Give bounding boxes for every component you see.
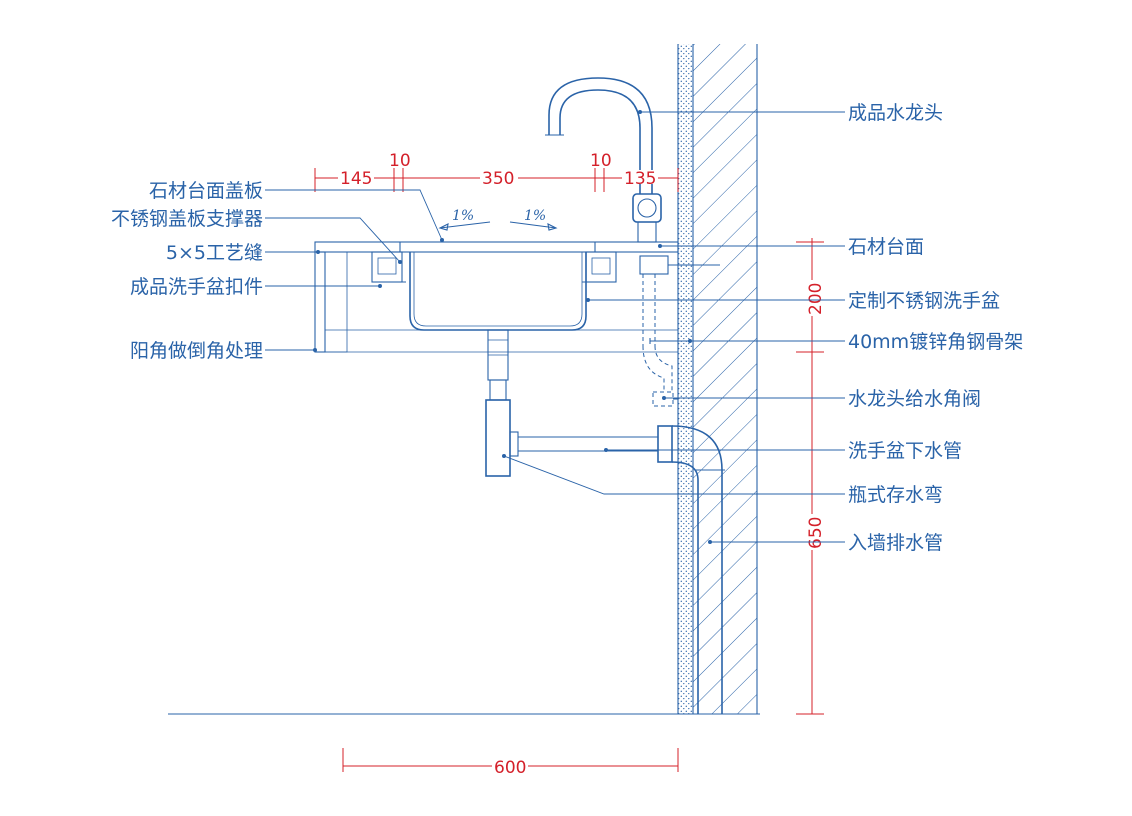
left-leaders xyxy=(265,189,444,352)
label-custom-sink: 定制不锈钢洗手盆 xyxy=(848,290,1000,312)
dim-135: 135 xyxy=(624,169,656,189)
slope-markers: 1% 1% xyxy=(438,208,558,231)
label-steel-frame: 40mm镀锌角钢骨架 xyxy=(848,331,1023,353)
dim-600: 600 xyxy=(494,758,526,778)
dim-350: 350 xyxy=(482,169,514,189)
dim-650: 650 xyxy=(806,517,826,549)
drain-pipe xyxy=(485,329,725,714)
dimension-bottom: 600 xyxy=(342,748,679,778)
label-faucet: 成品水龙头 xyxy=(848,102,943,124)
label-gap: 5×5工艺缝 xyxy=(166,242,263,264)
dim-200: 200 xyxy=(806,283,826,315)
label-stone-top: 石材台面 xyxy=(848,236,924,258)
label-wall-drain: 入墙排水管 xyxy=(848,532,943,554)
right-leaders xyxy=(502,110,845,544)
faucet xyxy=(545,77,662,243)
cover-plate-support xyxy=(371,251,617,283)
slope-left: 1% xyxy=(452,208,474,224)
sink-basin xyxy=(409,252,587,331)
label-cover-support: 不锈钢盖板支撑器 xyxy=(111,208,263,230)
label-sink-fastener: 成品洗手盆扣件 xyxy=(130,276,263,298)
label-stone-cover: 石材台面盖板 xyxy=(149,180,263,202)
label-bottle-trap: 瓶式存水弯 xyxy=(848,484,943,506)
dim-10-left: 10 xyxy=(389,151,411,171)
label-angle-valve: 水龙头给水角阀 xyxy=(848,388,981,410)
slope-right: 1% xyxy=(524,208,546,224)
dimension-right: 200 650 xyxy=(796,238,826,715)
dimension-top: 145 10 350 10 135 xyxy=(314,151,679,192)
label-drain-pipe: 洗手盆下水管 xyxy=(848,440,962,462)
label-chamfer: 阳角做倒角处理 xyxy=(130,340,263,362)
dim-10-right: 10 xyxy=(590,151,612,171)
supply-pipe xyxy=(639,255,720,407)
wall xyxy=(677,44,758,714)
right-labels: 成品水龙头 石材台面 定制不锈钢洗手盆 40mm镀锌角钢骨架 水龙头给水角阀 洗… xyxy=(848,102,1023,554)
dim-145: 145 xyxy=(340,169,372,189)
left-labels: 石材台面盖板 不锈钢盖板支撑器 5×5工艺缝 成品洗手盆扣件 阳角做倒角处理 xyxy=(111,180,263,362)
countertop xyxy=(314,241,679,353)
